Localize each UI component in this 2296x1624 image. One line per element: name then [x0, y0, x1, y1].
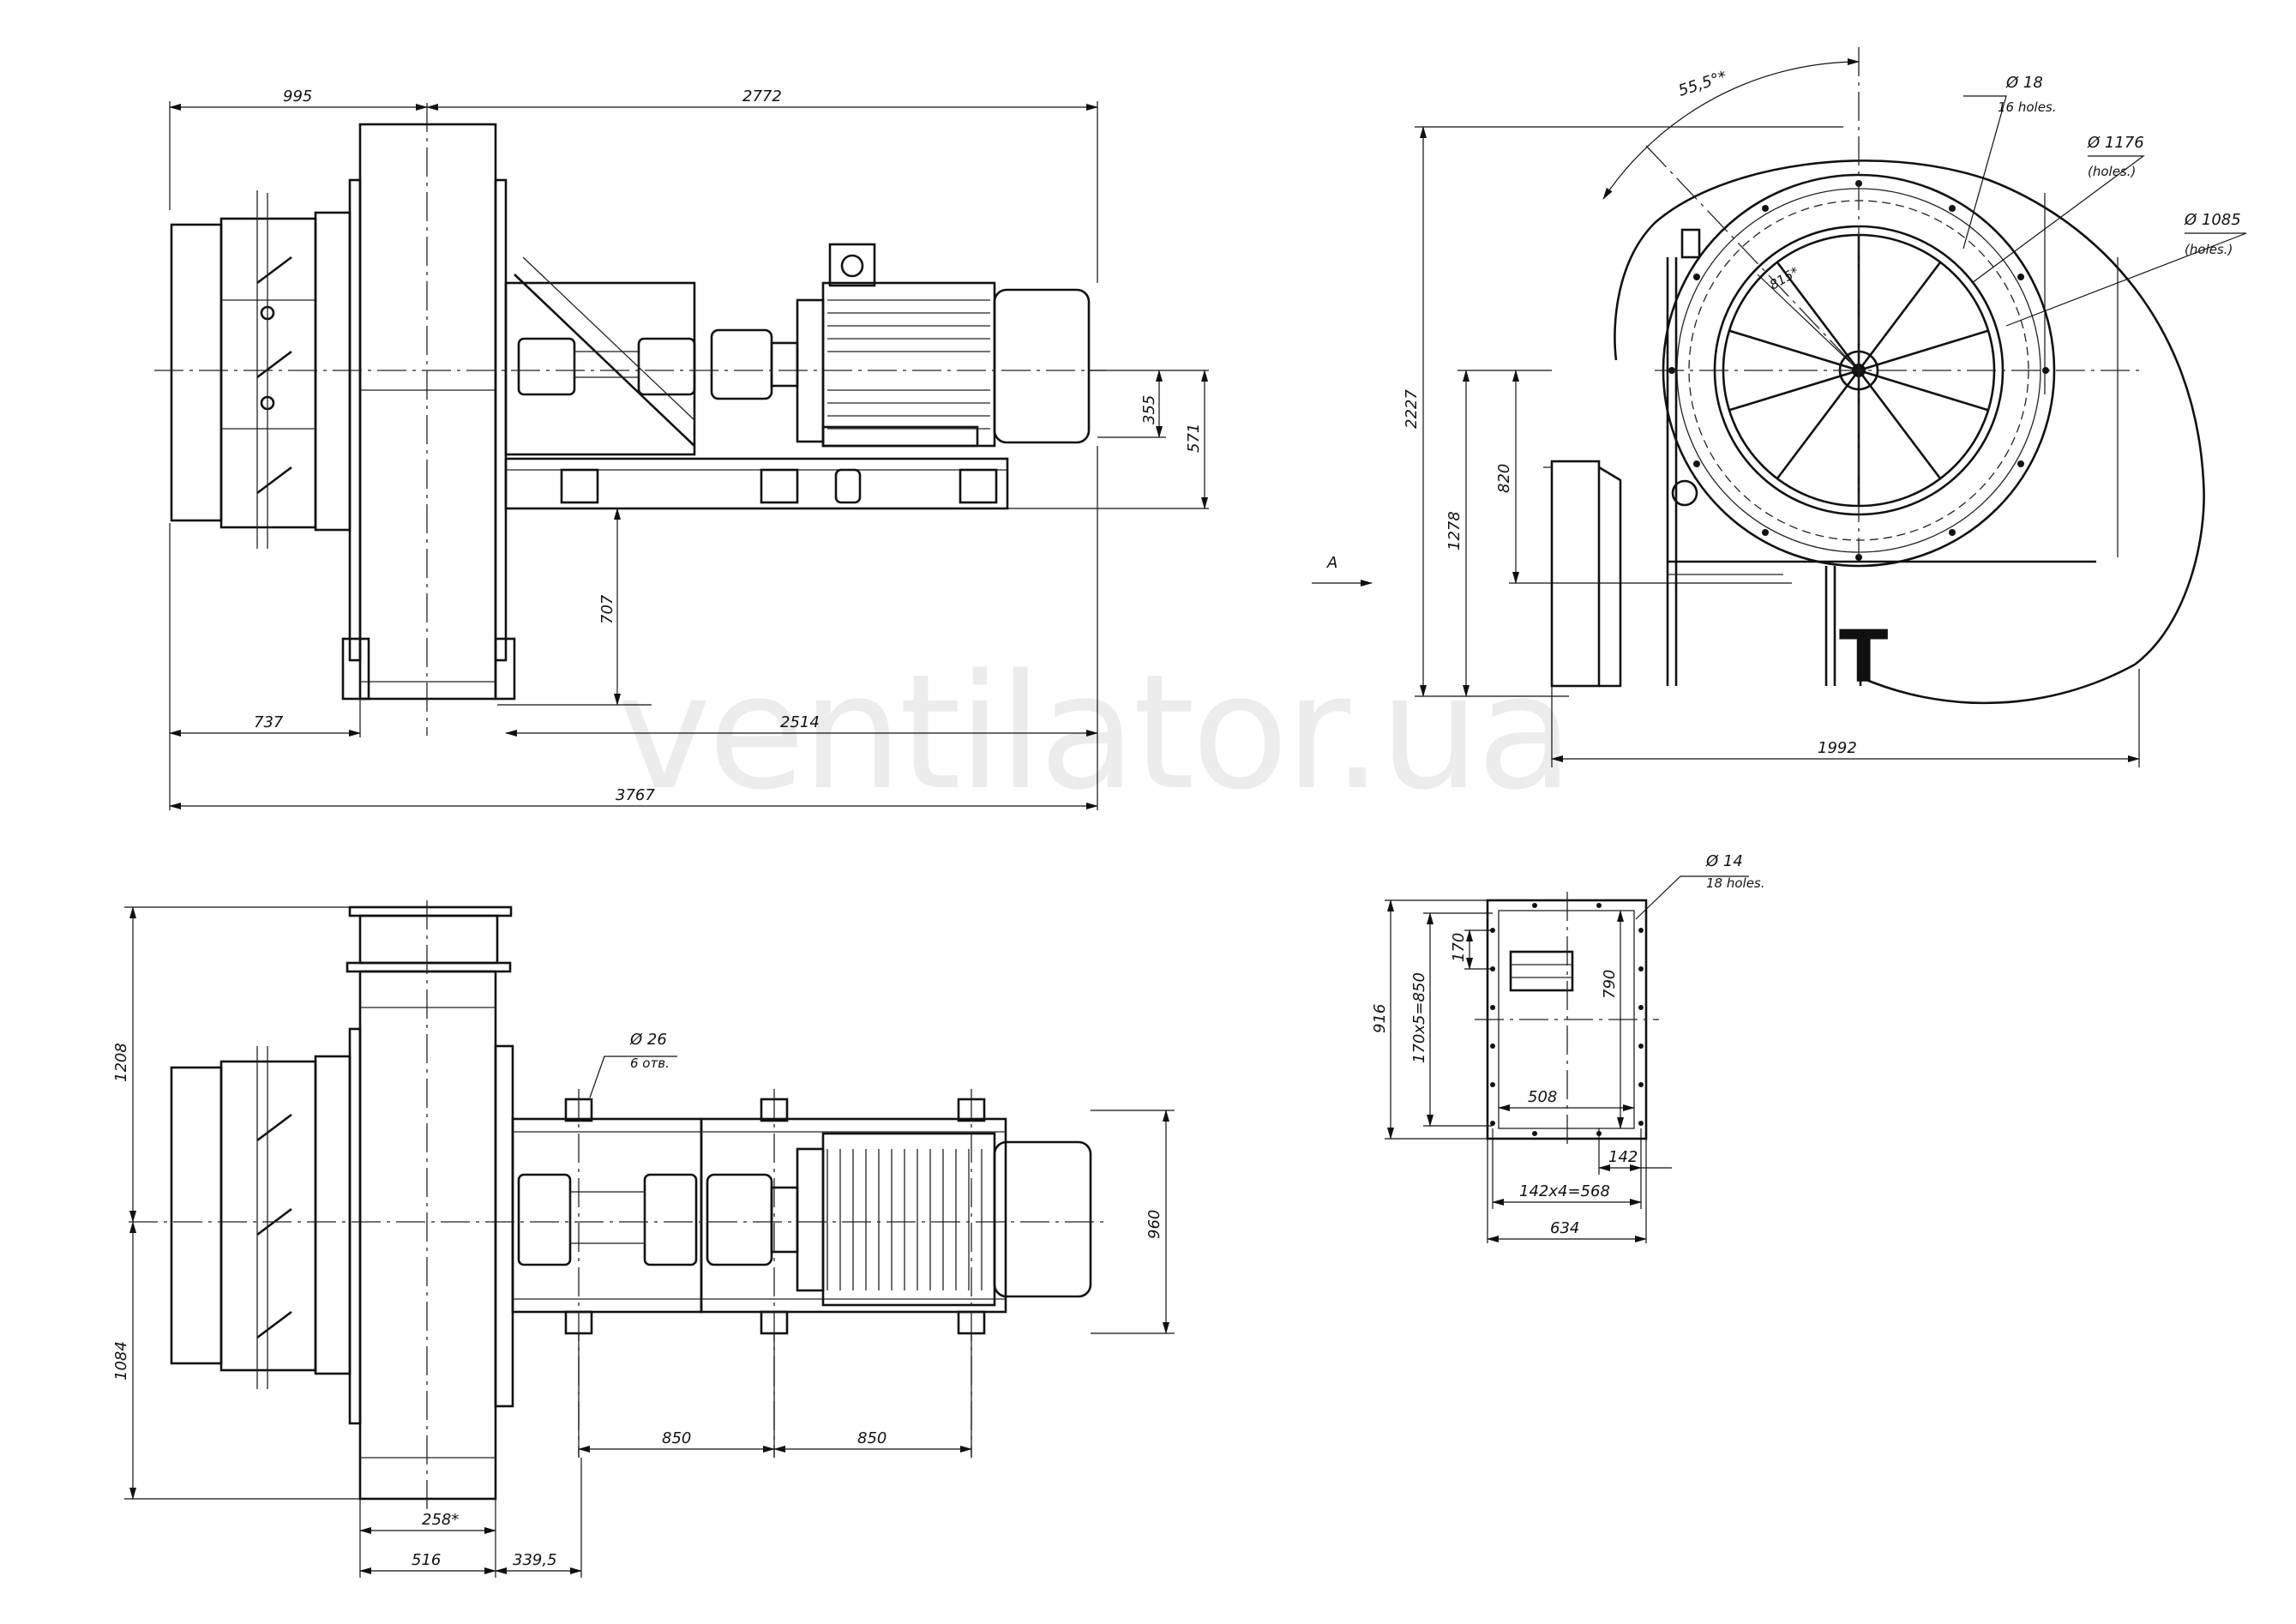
dim-1208: 1208: [112, 1043, 130, 1082]
dim-1084: 1084: [112, 1341, 130, 1380]
dim-916: 916: [1371, 1004, 1389, 1033]
flange-view: Ø 14 18 holes. 916 170x5=850 170 790 508…: [1371, 852, 1765, 1243]
dim-339: 339,5: [513, 1551, 557, 1569]
dim-850-flange: 170x5=850: [1410, 972, 1428, 1063]
dim-2514: 2514: [780, 713, 820, 731]
diam-1176: Ø 1176: [2087, 134, 2144, 152]
diam-1176-note: (holes.): [2088, 164, 2136, 179]
dim-737: 737: [254, 713, 284, 731]
dim-2227: 2227: [1403, 389, 1421, 429]
dim-258: 258*: [422, 1511, 459, 1529]
dim-170: 170: [1450, 933, 1468, 962]
plan-view: Ø 26 6 отв. 1208 1084 960 850 850 258* 5…: [112, 900, 1175, 1578]
dim-142: 142: [1608, 1148, 1638, 1166]
dim-516: 516: [412, 1551, 441, 1569]
plan-hole-note: 6 отв.: [630, 1056, 670, 1071]
dim-790: 790: [1601, 970, 1619, 999]
dim-820: 820: [1495, 464, 1513, 493]
view-arrow-label: A: [1326, 554, 1337, 572]
outlet-mark: T: [1839, 615, 1888, 699]
flange-hole-d14: Ø 14: [1705, 852, 1743, 870]
dim-850-b: 850: [857, 1429, 887, 1447]
hole-d18: Ø 18: [2005, 74, 2043, 92]
plan-hole-d26: Ø 26: [629, 1031, 667, 1049]
dim-634: 634: [1550, 1219, 1579, 1237]
dim-571: 571: [1185, 424, 1203, 453]
side-view: 995 2772 355 571 707 737 2514 3767: [154, 87, 1209, 810]
dim-2772: 2772: [742, 87, 782, 105]
diam-1085: Ø 1085: [2184, 211, 2241, 229]
flange-holes: [1490, 903, 1644, 1136]
dim-1992: 1992: [1818, 739, 1857, 757]
dim-707: 707: [598, 594, 616, 624]
dim-995: 995: [283, 87, 312, 105]
dim-508: 508: [1528, 1088, 1557, 1106]
diam-1085-note: (holes.): [2185, 242, 2233, 257]
impeller-spokes: [1729, 236, 1988, 506]
dim-355: 355: [1140, 395, 1158, 424]
dim-850-a: 850: [662, 1429, 691, 1447]
dim-3767: 3767: [616, 786, 655, 804]
dim-1278: 1278: [1446, 511, 1464, 550]
dim-568: 142x4=568: [1519, 1182, 1610, 1200]
dim-960: 960: [1145, 1210, 1163, 1239]
flange-hole-note: 18 holes.: [1706, 875, 1765, 891]
watermark: ventilator.ua: [617, 640, 1570, 825]
hole-d18-note: 16 holes.: [1998, 99, 2057, 115]
